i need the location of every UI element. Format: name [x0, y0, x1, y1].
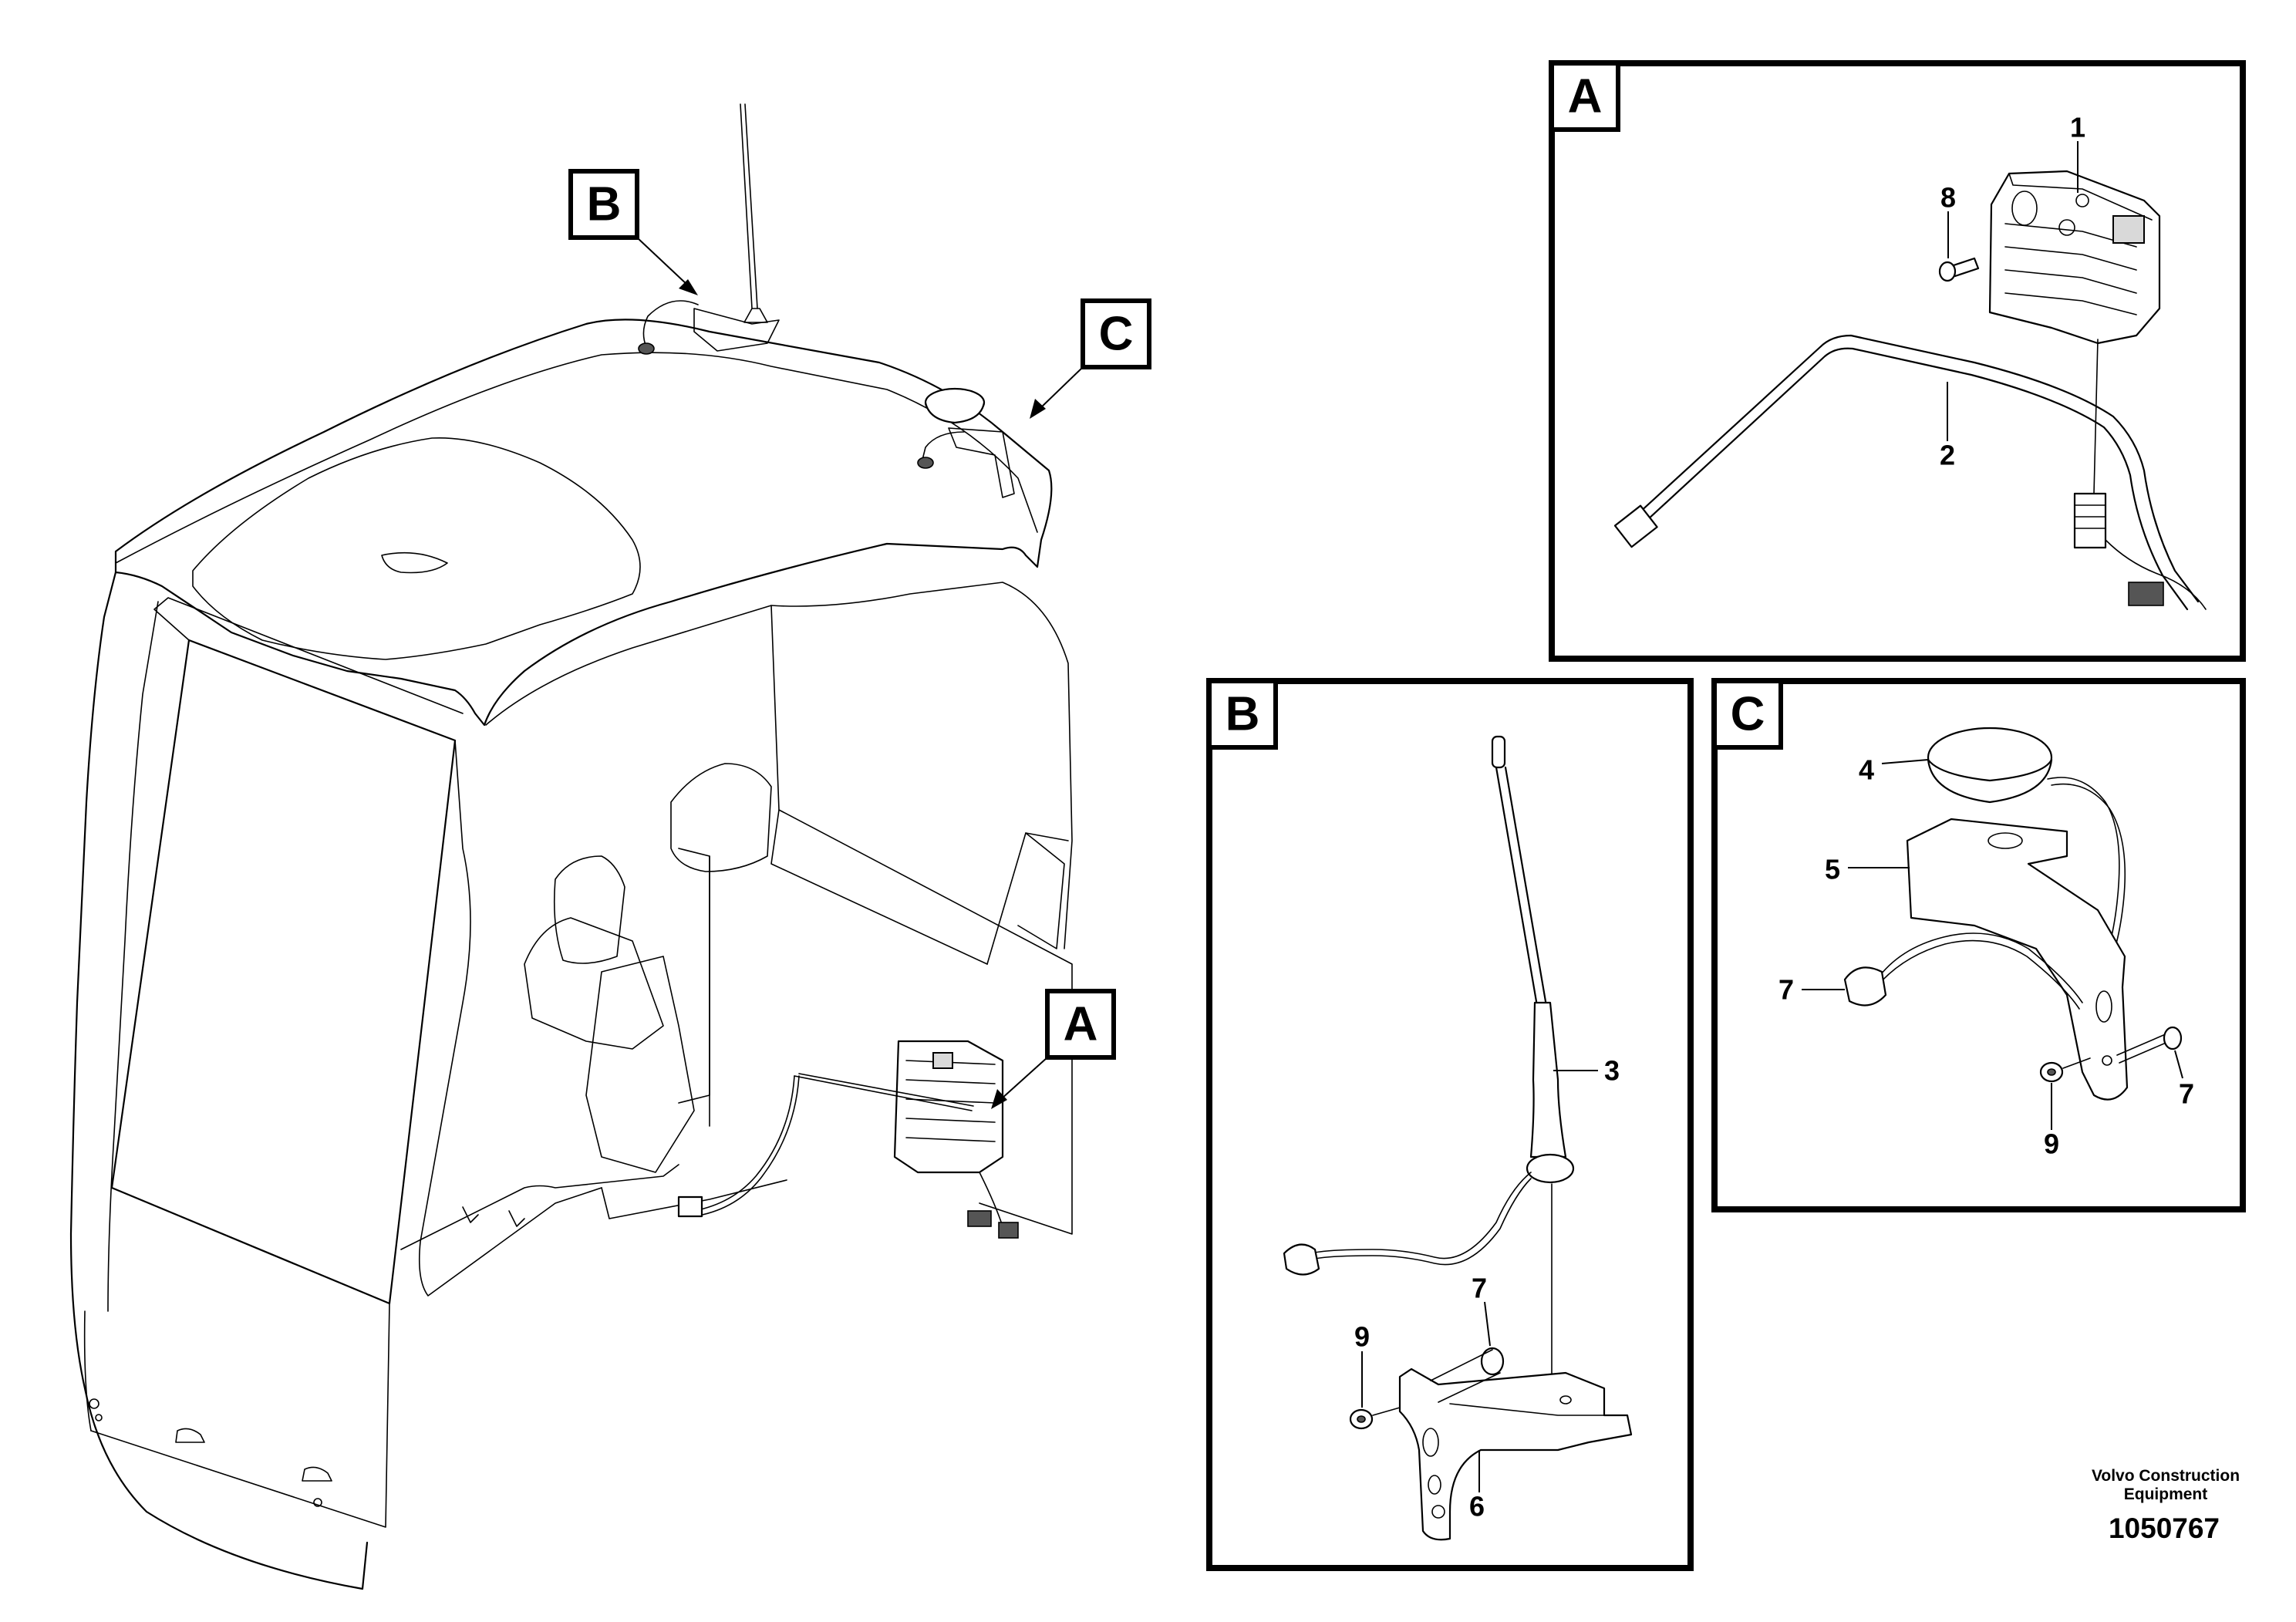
callout-b[interactable]: B [568, 169, 698, 295]
panel-a-frame [1549, 60, 2246, 662]
panel-b-tag: B [1226, 688, 1260, 741]
panel-c-label-9: 9 [2044, 1128, 2059, 1160]
panel-c-label-4: 4 [1859, 754, 1874, 786]
panel-c-label-7-left: 7 [1778, 974, 1794, 1006]
footer: Volvo Construction Equipment 1050767 [2092, 1467, 2240, 1544]
panel-b-label-3: 3 [1604, 1055, 1620, 1087]
gps-cable [1843, 932, 2083, 1010]
company-name-line1: Volvo Construction [2092, 1467, 2240, 1485]
gps-antenna-4 [1927, 727, 2126, 1000]
connector-plug [1613, 504, 1658, 548]
callout-a[interactable]: A [991, 989, 1116, 1109]
radio-display [2112, 215, 2145, 244]
callout-c[interactable]: C [1030, 298, 1151, 419]
callout-b-label: B [587, 178, 622, 231]
company-name-line2: Equipment [2124, 1485, 2208, 1503]
panel-b-label-9: 9 [1354, 1321, 1370, 1353]
callout-a-label: A [1064, 998, 1098, 1051]
document-number: 1050767 [2109, 1512, 2220, 1544]
connector-block [2073, 492, 2107, 549]
bracket-5 [1906, 818, 2129, 1101]
cable-harness-2 [1613, 334, 2207, 611]
panel-c-tag-box [1712, 679, 1783, 750]
nut-9-b [1349, 1407, 1401, 1430]
callout-a-arrow [991, 1089, 1007, 1109]
panel-c-frame [1711, 678, 2246, 1212]
panel-c: C [1711, 678, 2246, 1212]
callout-c-box [1081, 298, 1151, 369]
panel-a-tag: A [1568, 70, 1603, 123]
panel-c-label-5: 5 [1825, 854, 1840, 885]
panel-c-tag: C [1731, 688, 1765, 741]
antenna-base [1526, 1153, 1575, 1184]
panel-b-tag-box [1207, 679, 1278, 750]
screw-8 [1938, 257, 1980, 282]
cab-overview: B C A [69, 103, 1151, 1590]
panel-b-label-6: 6 [1469, 1491, 1485, 1523]
callout-b-box [568, 169, 639, 240]
radio-antenna-3 [1283, 735, 1575, 1389]
panel-a-label-8: 8 [1940, 182, 1956, 214]
panel-c-label-7-right: 7 [2179, 1078, 2194, 1110]
gps-connector [1843, 966, 1887, 1007]
antenna-tip [1491, 735, 1506, 769]
bolt-7-b [1430, 1347, 1505, 1403]
callout-b-arrow [679, 279, 698, 295]
bracket-6 [1398, 1367, 1633, 1541]
callout-a-box [1045, 989, 1116, 1060]
nut-9-c [2039, 1057, 2091, 1083]
antenna-connector [1283, 1243, 1320, 1276]
callout-c-arrow [1030, 399, 1046, 419]
panel-b-frame [1206, 678, 1694, 1571]
panel-a-label-2: 2 [1940, 440, 1955, 471]
panel-b-label-7: 7 [1472, 1273, 1487, 1304]
panel-a: A 1 8 2 [1549, 60, 2246, 662]
panel-b: B [1206, 678, 1694, 1571]
bolt-7-c [2116, 1026, 2183, 1064]
panel-a-tag-box [1549, 61, 1620, 132]
connector-small [2128, 582, 2164, 606]
callout-c-label: C [1099, 308, 1134, 361]
panel-a-label-1: 1 [2070, 112, 2085, 143]
radio-unit [1988, 170, 2161, 345]
